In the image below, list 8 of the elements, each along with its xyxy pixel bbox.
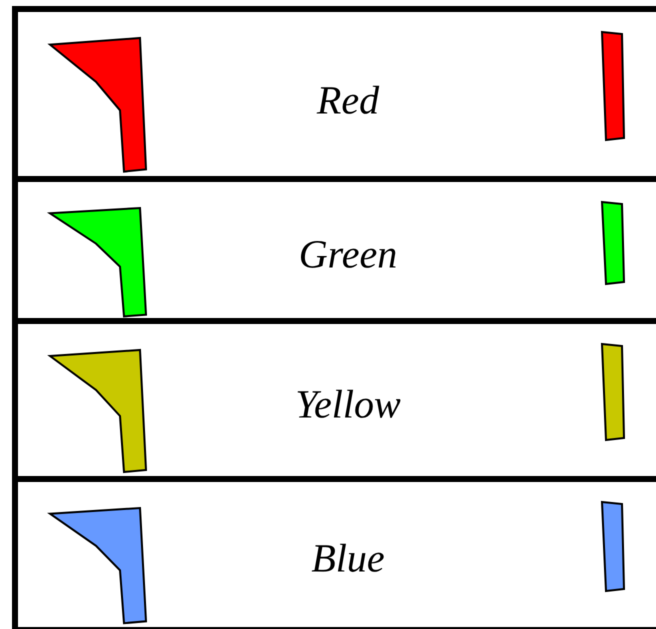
row-label: Red [316, 76, 380, 124]
row-panel [12, 318, 656, 476]
row-panel [12, 476, 656, 629]
row-label: Yellow [295, 380, 401, 428]
row-panel [12, 6, 656, 176]
row-panel [12, 176, 656, 318]
row-label: Green [298, 230, 398, 278]
row-label: Blue [311, 534, 385, 582]
